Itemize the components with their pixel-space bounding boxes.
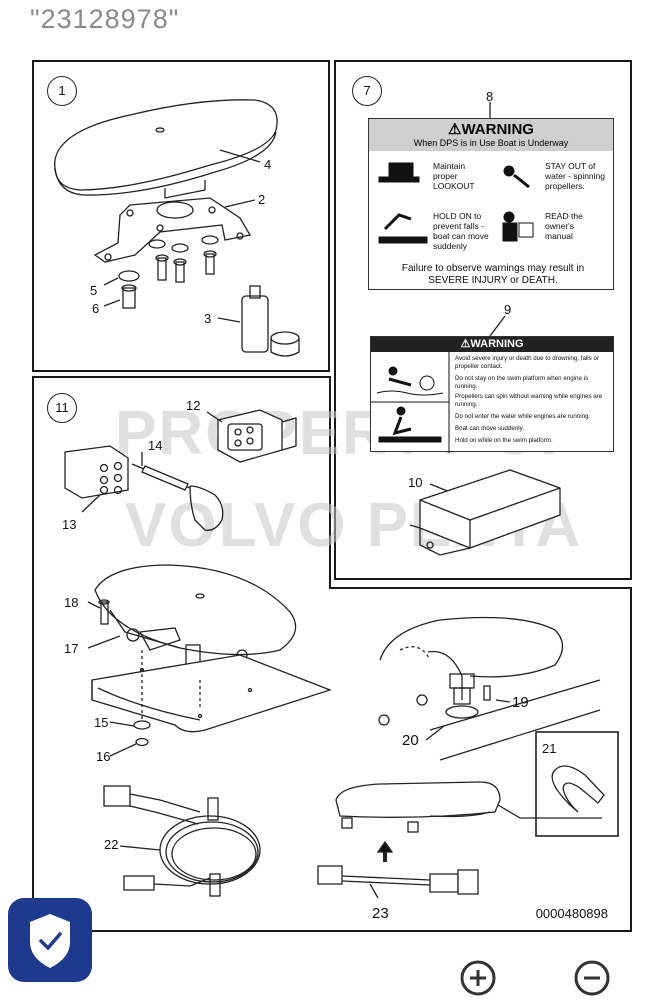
callout-6: 6 bbox=[92, 301, 100, 316]
swimmer-propeller-icon bbox=[376, 366, 444, 396]
callout-20: 20 bbox=[402, 732, 419, 749]
callout-10: 10 bbox=[408, 475, 423, 490]
zoom-in-icon bbox=[460, 960, 496, 996]
callout-12: 12 bbox=[186, 398, 201, 413]
page-title: "23128978" bbox=[30, 4, 180, 34]
watermark-line-2: VOLVO PENTA bbox=[125, 491, 583, 560]
read-manual-icon bbox=[502, 211, 534, 242]
warning-label-8: ⚠WARNING When DPS is in Use Boat is Unde… bbox=[368, 118, 614, 290]
warning-9-line-1: Avoid severe injury or death due to drow… bbox=[455, 355, 599, 370]
warning-9-line-4: Do not enter the water while engines are… bbox=[455, 413, 591, 420]
warning-9-line-2: Do not stay on the swim platform when en… bbox=[455, 375, 589, 390]
warning-label-9: ⚠WARNING Avoid severe injury or death du… bbox=[370, 336, 614, 453]
callout-22: 22 bbox=[104, 837, 119, 852]
security-badge[interactable] bbox=[8, 898, 92, 982]
panel-number-7: 7 bbox=[352, 76, 382, 106]
callout-14: 14 bbox=[148, 438, 163, 453]
fall-hazard-icon bbox=[378, 213, 428, 244]
callout-23: 23 bbox=[372, 905, 389, 922]
warning-label-8-subheading: When DPS is in Use Boat is Underway bbox=[413, 138, 569, 148]
callout-13: 13 bbox=[62, 517, 77, 532]
callout-3: 3 bbox=[204, 311, 212, 326]
callout-15: 15 bbox=[94, 715, 109, 730]
callout-5: 5 bbox=[90, 283, 98, 298]
zoom-in-button[interactable] bbox=[456, 956, 500, 1000]
warning-item-stay-out: STAY OUT of water - spinning propellers. bbox=[545, 161, 606, 191]
callout-21: 21 bbox=[542, 741, 557, 756]
panel-7 bbox=[334, 60, 632, 580]
callout-8: 8 bbox=[486, 89, 494, 104]
warning-item-lookout: Maintain proper LOOKOUT bbox=[433, 161, 475, 191]
spinning-propeller-icon bbox=[503, 165, 530, 189]
shield-check-icon bbox=[30, 914, 70, 968]
lookout-pictogram-icon bbox=[378, 162, 420, 183]
callout-2: 2 bbox=[258, 192, 266, 207]
warning-triangle-icon: ⚠ bbox=[448, 121, 462, 138]
callout-17: 17 bbox=[64, 641, 79, 656]
platform-fall-icon bbox=[378, 406, 442, 443]
warning-label-8-heading: ⚠WARNING bbox=[448, 121, 534, 138]
callout-19: 19 bbox=[512, 694, 529, 711]
warning-label-9-heading: ⚠WARNING bbox=[371, 337, 613, 352]
document-number: 0000480898 bbox=[535, 906, 608, 921]
zoom-out-button[interactable] bbox=[570, 956, 614, 1000]
warning-9-line-3: Propellers can spin without warning whil… bbox=[455, 393, 603, 408]
zoom-out-icon bbox=[574, 960, 610, 996]
panel-1 bbox=[32, 60, 330, 372]
callout-16: 16 bbox=[96, 749, 111, 764]
warning-9-line-5: Boat can move suddenly. bbox=[455, 425, 525, 432]
warning-label-8-pictograms bbox=[378, 162, 534, 244]
warning-item-hold-on: HOLD ON to prevent falls - boat can move… bbox=[433, 211, 489, 251]
callout-9: 9 bbox=[504, 302, 512, 317]
warning-9-line-6: Hold on while on the swim platform. bbox=[455, 437, 553, 444]
panel-11 bbox=[32, 376, 632, 932]
warning-triangle-icon: ⚠ bbox=[460, 338, 471, 350]
warning-label-8-footer: Failure to observe warnings may result i… bbox=[401, 263, 585, 286]
warning-label-9-pictograms bbox=[371, 352, 450, 453]
callout-4: 4 bbox=[264, 157, 272, 172]
warning-item-read-manual: READ the owner's manual bbox=[545, 211, 583, 241]
panel-number-11: 11 bbox=[47, 393, 77, 423]
callout-18: 18 bbox=[64, 595, 79, 610]
